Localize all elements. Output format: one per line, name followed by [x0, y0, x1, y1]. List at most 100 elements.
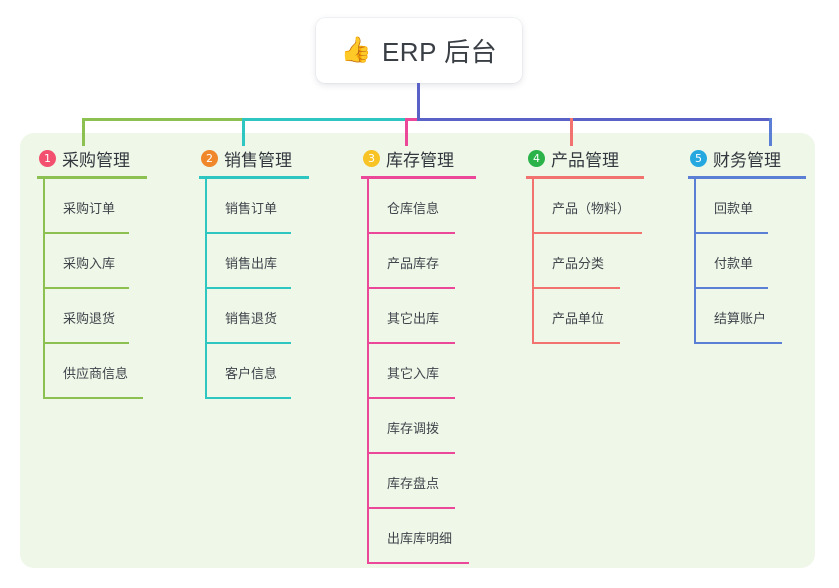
- category-header-3[interactable]: 3 库存管理: [361, 146, 476, 170]
- list-item[interactable]: 客户信息: [199, 344, 309, 399]
- list-item[interactable]: 销售订单: [199, 179, 309, 234]
- drop-connector-2: [242, 118, 245, 146]
- category-underline: [199, 176, 309, 179]
- list-item[interactable]: 产品分类: [526, 234, 644, 289]
- category-underline: [526, 176, 644, 179]
- item-spine: [205, 289, 207, 344]
- item-spine: [367, 179, 369, 234]
- list-item[interactable]: 产品单位: [526, 289, 644, 344]
- list-item[interactable]: 采购订单: [37, 179, 147, 234]
- item-spine: [367, 289, 369, 344]
- item-spine: [367, 509, 369, 564]
- item-label: 仓库信息: [387, 201, 440, 216]
- item-label: 产品单位: [552, 311, 605, 326]
- item-label: 产品库存: [387, 256, 440, 271]
- list-item[interactable]: 库存调拨: [361, 399, 476, 454]
- item-underline: [205, 342, 291, 344]
- category-header-4[interactable]: 4 产品管理: [526, 146, 644, 170]
- number-badge-icon: 5: [690, 149, 707, 167]
- item-label: 供应商信息: [63, 366, 129, 381]
- list-item[interactable]: 采购退货: [37, 289, 147, 344]
- item-label: 销售订单: [225, 201, 278, 216]
- category-title: 产品管理: [551, 150, 619, 170]
- item-underline: [43, 397, 143, 399]
- item-spine: [43, 344, 45, 399]
- list-item[interactable]: 产品（物料）: [526, 179, 644, 234]
- bus-segment-2: [242, 118, 405, 121]
- item-spine: [43, 289, 45, 344]
- item-label: 付款单: [714, 256, 754, 271]
- item-spine: [205, 344, 207, 399]
- list-item[interactable]: 其它入库: [361, 344, 476, 399]
- item-underline: [367, 342, 455, 344]
- item-underline: [532, 342, 620, 344]
- number-badge-icon: 3: [363, 149, 380, 167]
- item-label: 出库库明细: [387, 531, 453, 546]
- category-column-1: 1 采购管理采购订单采购入库采购退货供应商信息: [37, 146, 147, 399]
- category-title: 库存管理: [386, 150, 454, 170]
- list-item[interactable]: 产品库存: [361, 234, 476, 289]
- item-spine: [367, 399, 369, 454]
- root-node-erp-backend[interactable]: 👍 ERP 后台: [316, 18, 522, 83]
- number-badge-icon: 1: [39, 149, 56, 167]
- drop-connector-3: [405, 118, 408, 146]
- category-column-4: 4 产品管理产品（物料） 产品分类产品单位: [526, 146, 644, 344]
- item-underline: [205, 397, 291, 399]
- list-item[interactable]: 回款单: [688, 179, 806, 234]
- list-item[interactable]: 结算账户: [688, 289, 806, 344]
- item-spine: [694, 179, 696, 234]
- list-item[interactable]: 出库库明细: [361, 509, 476, 564]
- trunk-connector: [417, 83, 420, 120]
- item-underline: [367, 452, 455, 454]
- item-label: 库存盘点: [387, 476, 440, 491]
- item-label: 产品分类: [552, 256, 605, 271]
- list-item[interactable]: 销售出库: [199, 234, 309, 289]
- item-label: 产品（物料）: [552, 201, 631, 216]
- item-underline: [367, 562, 469, 564]
- root-node-inner: 👍 ERP 后台: [341, 32, 497, 69]
- list-item[interactable]: 采购入库: [37, 234, 147, 289]
- item-label: 结算账户: [714, 311, 767, 326]
- item-spine: [367, 234, 369, 289]
- item-spine: [532, 179, 534, 234]
- item-label: 采购退货: [63, 311, 116, 326]
- list-item[interactable]: 供应商信息: [37, 344, 147, 399]
- category-header-1[interactable]: 1 采购管理: [37, 146, 147, 170]
- category-column-2: 2 销售管理销售订单销售出库销售退货客户信息: [199, 146, 309, 399]
- item-list: 销售订单销售出库销售退货客户信息: [199, 179, 309, 399]
- item-underline: [367, 507, 455, 509]
- item-underline: [367, 397, 455, 399]
- drop-connector-4: [570, 118, 573, 146]
- list-item[interactable]: 销售退货: [199, 289, 309, 344]
- bus-segment-3: [405, 118, 417, 121]
- item-label: 其它入库: [387, 366, 440, 381]
- category-underline: [361, 176, 476, 179]
- list-item[interactable]: 其它出库: [361, 289, 476, 344]
- item-spine: [43, 234, 45, 289]
- drop-connector-1: [82, 118, 85, 146]
- item-label: 销售退货: [225, 311, 278, 326]
- item-spine: [205, 234, 207, 289]
- category-title: 采购管理: [62, 150, 130, 170]
- item-spine: [532, 234, 534, 289]
- item-list: 采购订单采购入库采购退货供应商信息: [37, 179, 147, 399]
- list-item[interactable]: 库存盘点: [361, 454, 476, 509]
- item-label: 销售出库: [225, 256, 278, 271]
- category-underline: [37, 176, 147, 179]
- bus-segment-1: [82, 118, 242, 121]
- item-spine: [532, 289, 534, 344]
- list-item[interactable]: 付款单: [688, 234, 806, 289]
- number-badge-icon: 4: [528, 149, 545, 167]
- item-underline: [43, 232, 129, 234]
- item-label: 采购订单: [63, 201, 116, 216]
- list-item[interactable]: 仓库信息: [361, 179, 476, 234]
- item-list: 仓库信息产品库存其它出库其它入库库存调拨库存盘点出库库明细: [361, 179, 476, 564]
- item-underline: [532, 232, 642, 234]
- item-list: 产品（物料） 产品分类产品单位: [526, 179, 644, 344]
- category-header-2[interactable]: 2 销售管理: [199, 146, 309, 170]
- item-spine: [43, 179, 45, 234]
- number-badge-icon: 2: [201, 149, 218, 167]
- category-title: 销售管理: [224, 150, 292, 170]
